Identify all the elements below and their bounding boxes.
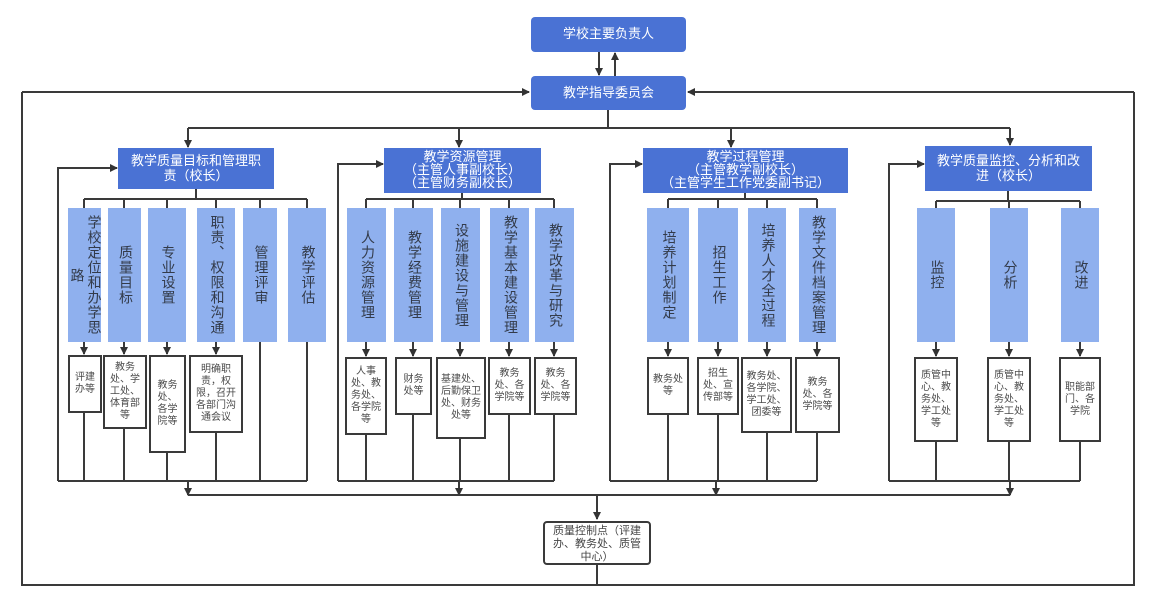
feedback-loop-arrow xyxy=(609,160,643,481)
sub-item: 管理评审 xyxy=(243,208,277,342)
head-line: 教学过程管理 xyxy=(706,150,785,165)
head-line: （主管财务副校长） xyxy=(403,176,521,191)
office-box: 人事处、教务处、各学院等 xyxy=(345,357,387,435)
office-box: 明确职责，权限，召开各部门沟通会议 xyxy=(189,355,243,433)
office-box: 教务处、各学院等 xyxy=(488,357,531,415)
sub-item: 专业设置 xyxy=(148,208,186,342)
sub-item: 培养人才全过程 xyxy=(748,208,786,342)
sub-item: 监控 xyxy=(917,208,955,342)
sub-item: 教学基本建设管理 xyxy=(490,208,529,342)
sub-item: 教学评估 xyxy=(288,208,326,342)
office-box: 教务处等 xyxy=(647,357,689,415)
feedback-loop-arrow xyxy=(57,164,118,481)
sub-item: 培养计划制定 xyxy=(647,208,689,342)
sub-item: 职责、权限和沟通 xyxy=(197,208,235,342)
sub-item: 招生工作 xyxy=(698,208,738,342)
office-box: 教务处、各学院、学工处、团委等 xyxy=(741,357,792,433)
group-quality-monitoring-head: 教学质量监控、分析和改进（校长） xyxy=(925,146,1092,191)
sub-item: 人力资源管理 xyxy=(347,208,386,342)
group-teaching-resources-head: 教学资源管理 （主管人事副校长） （主管财务副校长） xyxy=(384,148,541,193)
office-box: 质管中心、教务处、学工处等 xyxy=(987,357,1031,442)
office-box: 教务处、各学院等 xyxy=(795,357,840,433)
office-box: 招生处、宣传部等 xyxy=(697,357,739,415)
head-line: （主管学生工作党委副书记） xyxy=(660,176,830,191)
sub-item: 改进 xyxy=(1061,208,1099,342)
office-box: 质管中心、教务处、学工处等 xyxy=(914,357,958,442)
sub-item: 分析 xyxy=(990,208,1028,342)
group-quality-goals-head: 教学质量目标和管理职责（校长） xyxy=(118,148,274,189)
outer-feedback-frame xyxy=(21,92,1135,586)
school-leader-box: 学校主要负责人 xyxy=(531,17,686,52)
sub-item: 学校定位和办学思路 xyxy=(68,208,102,342)
feedback-loop-arrow xyxy=(888,160,925,481)
sub-item: 质量目标 xyxy=(108,208,141,342)
office-box: 评建办等 xyxy=(68,355,102,413)
office-box: 职能部门、各学院 xyxy=(1059,357,1101,442)
sub-item: 教学经费管理 xyxy=(394,208,433,342)
office-box: 基建处、后勤保卫处、财务处等 xyxy=(436,357,486,439)
head-line: 教学资源管理 xyxy=(423,150,502,165)
office-box: 教务处、各学院等 xyxy=(149,355,186,453)
teaching-committee-box: 教学指导委员会 xyxy=(531,76,686,110)
office-box: 教务处、学工处、体育部等 xyxy=(103,355,147,429)
office-box: 财务处等 xyxy=(395,357,432,415)
sub-item: 教学文件档案管理 xyxy=(799,208,836,342)
sub-item: 教学改革与研究 xyxy=(535,208,574,342)
head-line: （主管教学副校长） xyxy=(686,163,804,178)
sub-item: 设施建设与管理 xyxy=(441,208,480,342)
group-teaching-process-head: 教学过程管理 （主管教学副校长） （主管学生工作党委副书记） xyxy=(643,148,848,193)
head-line: （主管人事副校长） xyxy=(403,163,521,178)
quality-control-point-box: 质量控制点（评建办、教务处、质管中心） xyxy=(543,521,651,565)
office-box: 教务处、各学院等 xyxy=(534,357,577,415)
feedback-loop-arrow xyxy=(337,160,384,481)
